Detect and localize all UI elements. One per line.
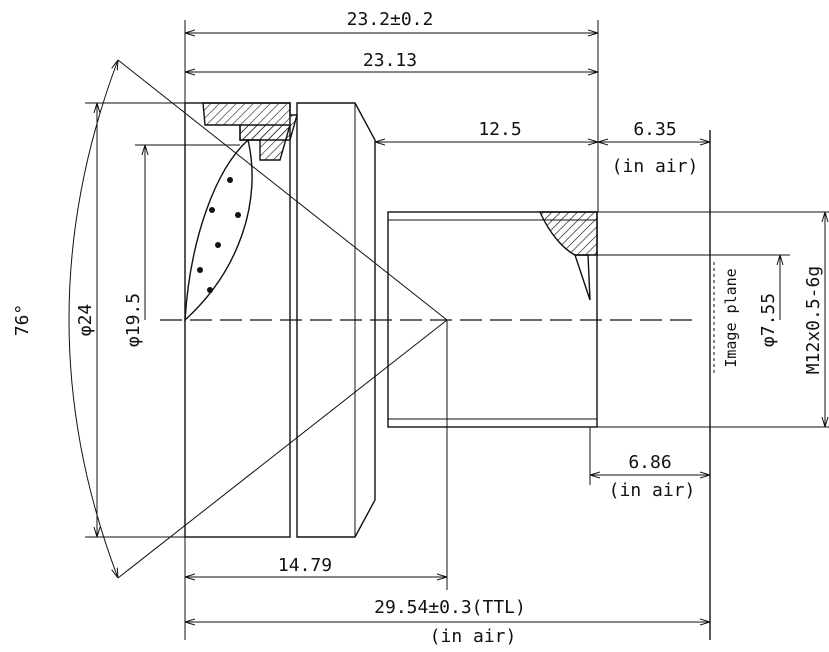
dim-body-length: 23.13: [363, 50, 417, 71]
dim-back-focal-note: (in air): [612, 156, 699, 177]
dim-ttl-note: (in air): [430, 626, 517, 647]
lens-dots: [197, 177, 241, 293]
dim-thread-length: 12.5: [478, 119, 521, 140]
image-plane-label: Image plane: [722, 268, 740, 367]
dim-front-aperture: φ19.5: [123, 293, 144, 347]
dim-flange-to-image: 6.86: [628, 452, 671, 473]
dim-overall-length: 23.2±0.2: [347, 9, 434, 30]
dim-flange-to-image-note: (in air): [609, 480, 696, 501]
dim-front-to-nodal: 14.79: [278, 555, 332, 576]
dim-rear-aperture: φ7.55: [758, 293, 779, 347]
dim-field-angle: 76°: [12, 304, 33, 337]
dim-ttl: 29.54±0.3(TTL): [374, 597, 526, 618]
dim-thread-spec: M12x0.5-6g: [803, 266, 824, 374]
dim-outer-diameter: φ24: [75, 304, 96, 337]
lens-body: [184, 102, 598, 538]
dim-back-focal: 6.35: [633, 119, 676, 140]
